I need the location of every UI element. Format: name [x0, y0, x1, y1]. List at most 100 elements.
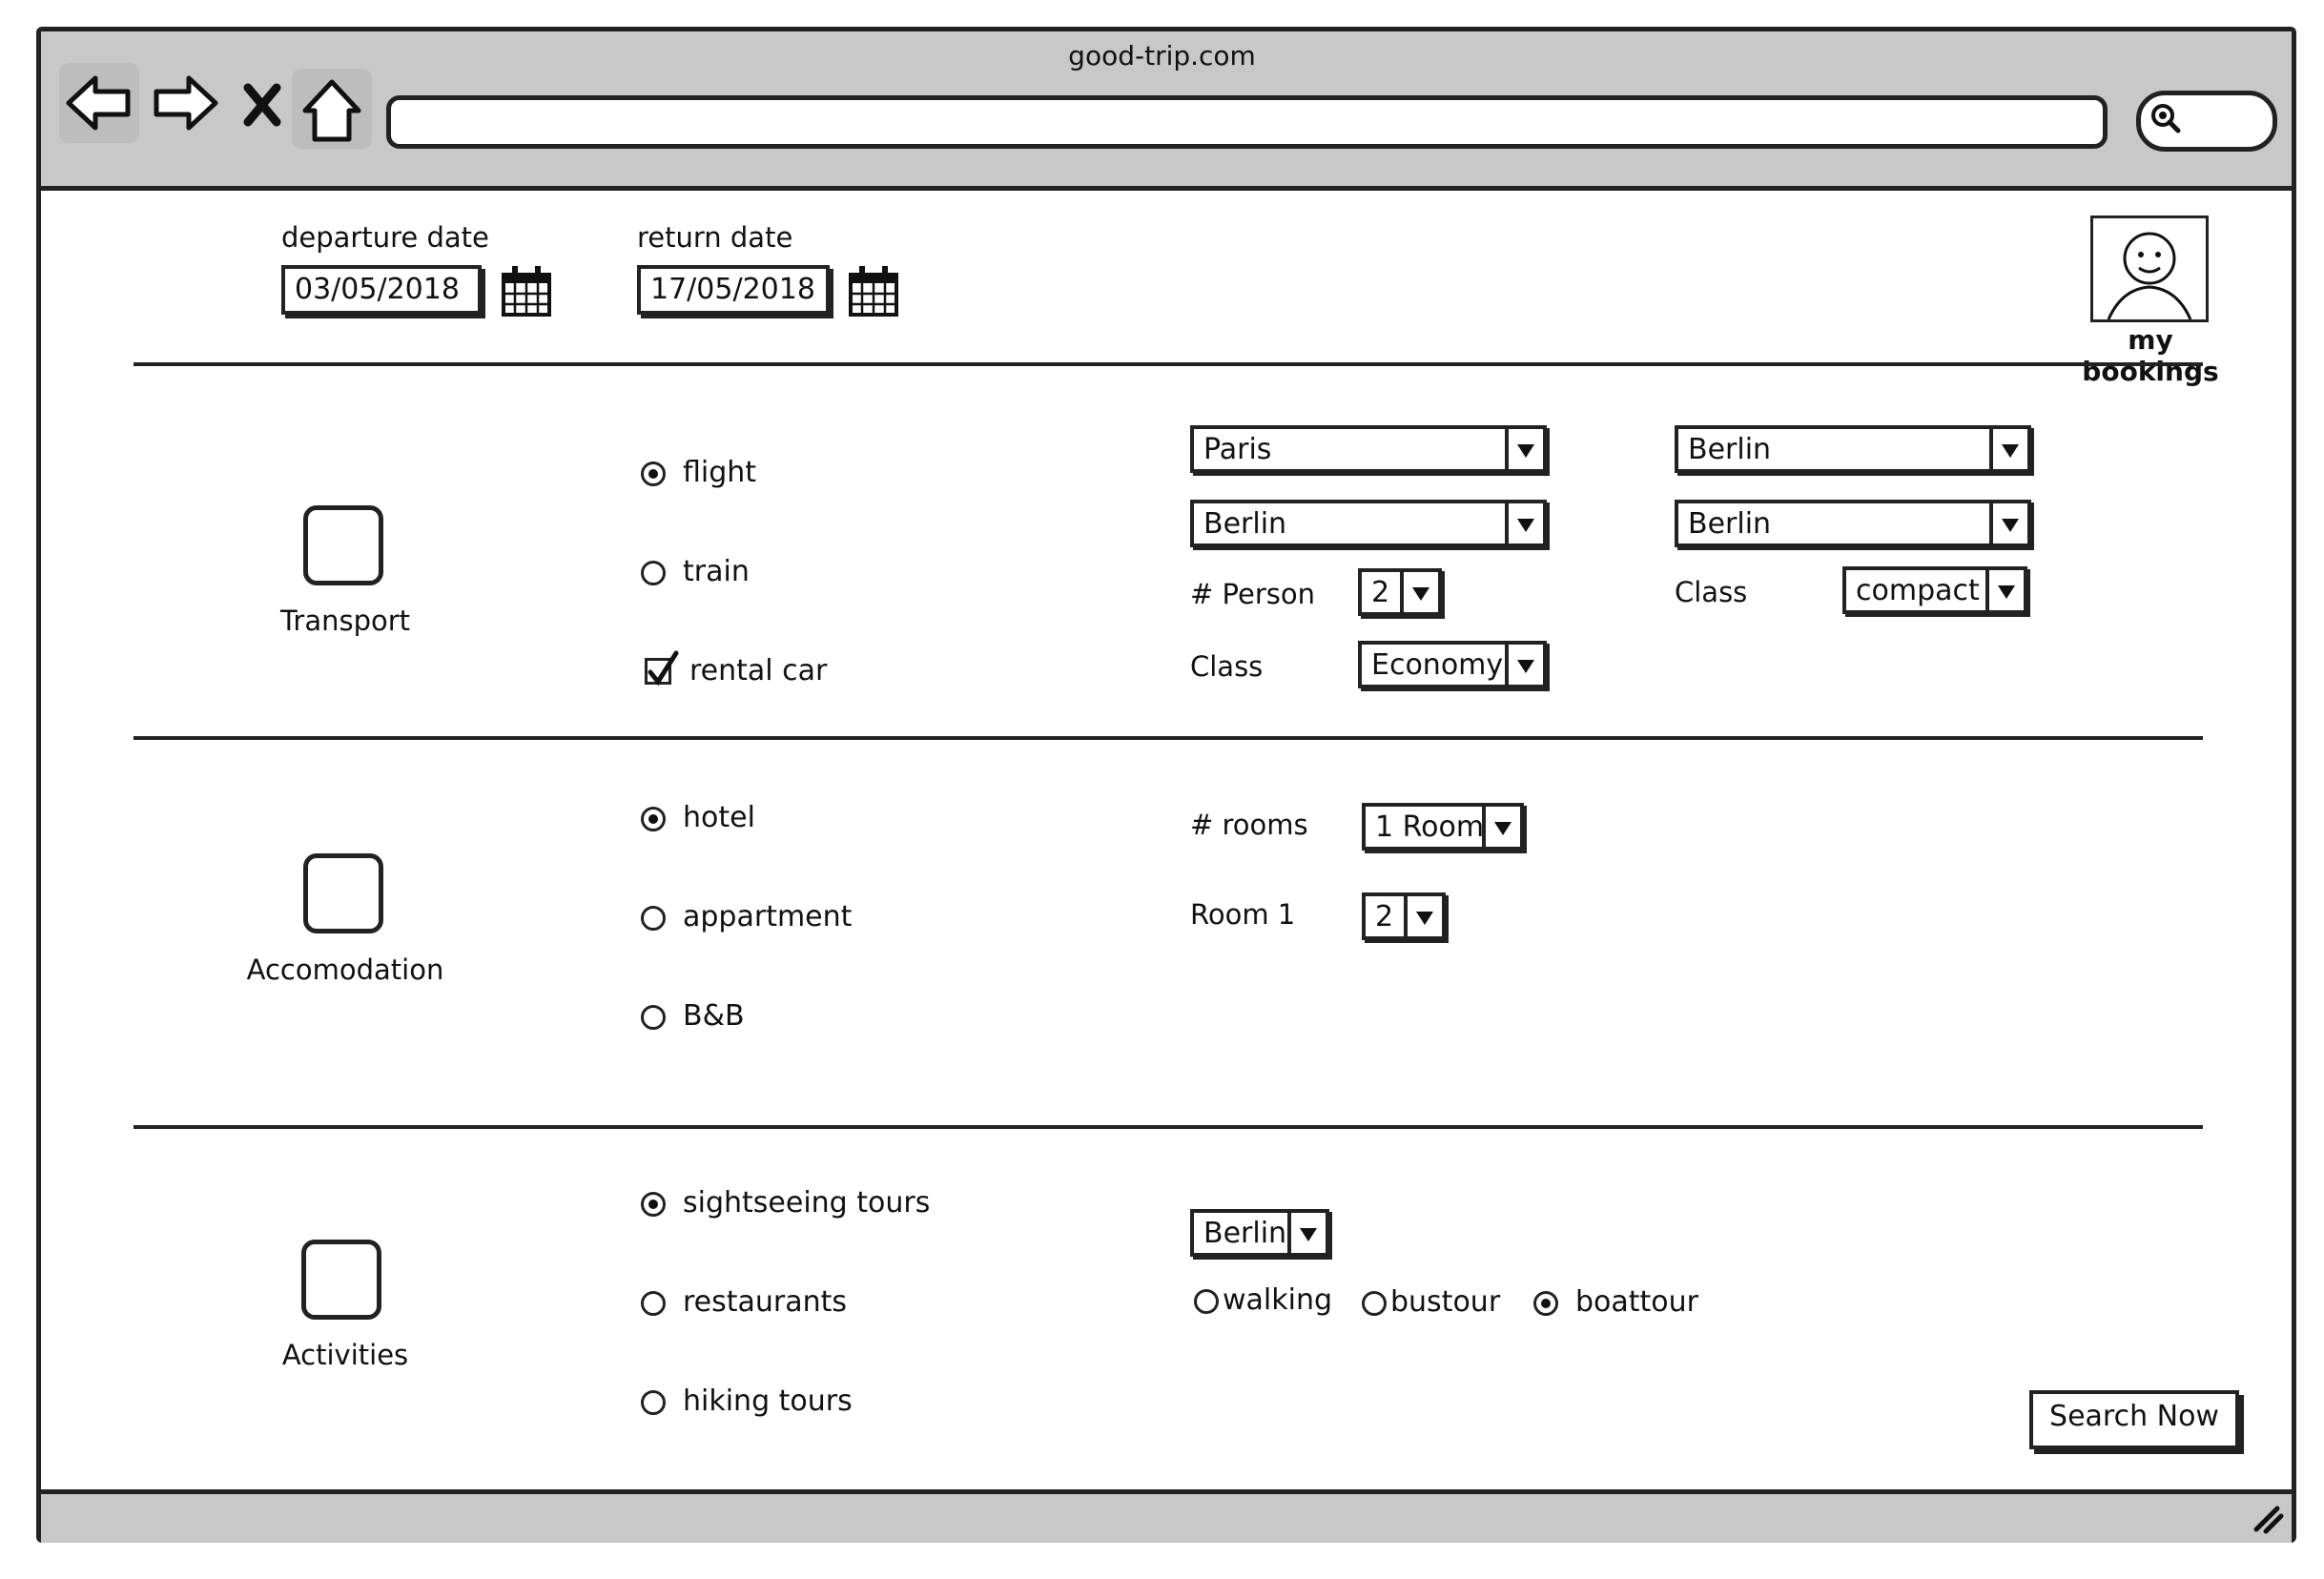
return-date-label: return date [637, 221, 793, 254]
activities-label: Activities [281, 1339, 409, 1371]
walking-radio[interactable] [1194, 1289, 1219, 1314]
hotel-radio[interactable] [641, 807, 666, 831]
flight-class-select[interactable]: Economy [1358, 641, 1547, 688]
train-label: train [683, 555, 750, 588]
rental-dropoff-value: Berlin [1688, 507, 1772, 541]
rental-class-value: compact [1856, 574, 1980, 607]
bnb-radio[interactable] [641, 1005, 666, 1030]
forward-button[interactable] [145, 63, 225, 143]
back-arrow-icon [66, 75, 131, 131]
calendar-icon [849, 266, 898, 317]
search-now-button[interactable]: Search Now [2029, 1390, 2239, 1449]
browser-search-field[interactable] [2136, 91, 2277, 152]
flight-to-value: Berlin [1203, 507, 1287, 541]
user-avatar-icon [2107, 232, 2192, 320]
search-icon [2151, 104, 2181, 133]
chevron-down-icon [1400, 572, 1438, 612]
room1-guests-select[interactable]: 2 [1362, 892, 1446, 940]
chevron-down-icon [1505, 645, 1543, 685]
accommodation-checkbox[interactable] [303, 853, 383, 933]
transport-label: Transport [279, 605, 411, 637]
chevron-down-icon [1505, 429, 1543, 469]
train-radio[interactable] [641, 561, 666, 585]
section-divider [134, 736, 2203, 740]
rooms-value: 1 Room [1375, 810, 1485, 844]
rental-car-checkbox-option[interactable]: rental car [645, 650, 931, 692]
room1-guests-value: 2 [1375, 900, 1394, 933]
transport-checkbox[interactable] [303, 505, 383, 585]
activity-city-select[interactable]: Berlin [1190, 1209, 1329, 1257]
activity-city-value: Berlin [1203, 1217, 1287, 1250]
restaurants-radio[interactable] [641, 1291, 666, 1316]
rental-car-label: rental car [689, 654, 828, 687]
hiking-radio[interactable] [641, 1390, 666, 1415]
rental-dropoff-select[interactable]: Berlin [1675, 500, 2031, 547]
chevron-down-icon [1989, 503, 2027, 543]
bustour-label: bustour [1390, 1285, 1501, 1319]
flight-from-select[interactable]: Paris [1190, 425, 1547, 473]
flight-to-select[interactable]: Berlin [1190, 500, 1547, 547]
home-icon [302, 79, 361, 142]
window-title: good-trip.com [1068, 40, 1256, 72]
rental-class-label: Class [1675, 576, 1748, 608]
flight-from-value: Paris [1203, 433, 1272, 466]
stop-button[interactable] [238, 76, 286, 133]
departure-calendar-button[interactable] [498, 263, 555, 320]
chevron-down-icon [1505, 503, 1543, 543]
my-bookings-avatar[interactable] [2090, 215, 2209, 322]
appartment-radio[interactable] [641, 906, 666, 931]
boattour-radio-option[interactable]: boattour [1533, 1285, 1705, 1323]
close-icon [243, 83, 281, 127]
rooms-select[interactable]: 1 Room [1362, 803, 1524, 851]
person-count-label: # Person [1190, 578, 1315, 610]
flight-radio-option[interactable]: flight [641, 456, 927, 494]
hiking-radio-option[interactable]: hiking tours [641, 1384, 927, 1423]
restaurants-radio-option[interactable]: restaurants [641, 1285, 927, 1323]
bnb-label: B&B [683, 999, 745, 1033]
flight-class-label: Class [1190, 650, 1264, 683]
walking-radio-option[interactable]: walking [1194, 1283, 1337, 1322]
room1-label: Room 1 [1190, 898, 1296, 931]
section-divider [134, 1125, 2203, 1129]
return-calendar-button[interactable] [845, 263, 902, 320]
activities-checkbox[interactable] [301, 1240, 381, 1320]
boattour-label: boattour [1575, 1285, 1699, 1319]
sightseeing-radio-option[interactable]: sightseeing tours [641, 1186, 965, 1224]
hiking-label: hiking tours [683, 1384, 853, 1418]
back-button[interactable] [59, 63, 139, 143]
departure-date-label: departure date [281, 221, 489, 254]
chevron-down-icon [1985, 570, 2024, 610]
hotel-label: hotel [683, 801, 755, 834]
resize-handle[interactable] [2251, 1501, 2285, 1535]
accommodation-label: Accomodation [246, 954, 444, 986]
boattour-radio[interactable] [1533, 1291, 1558, 1316]
rooms-label: # rooms [1190, 809, 1308, 841]
return-date-field[interactable]: 17/05/2018 [637, 265, 830, 315]
resize-grip-icon [2253, 1506, 2284, 1534]
chevron-down-icon [1287, 1213, 1326, 1253]
bustour-radio-option[interactable]: bustour [1362, 1285, 1514, 1323]
flight-label: flight [683, 456, 757, 489]
rental-class-select[interactable]: compact [1842, 566, 2027, 614]
departure-date-field[interactable]: 03/05/2018 [281, 265, 482, 315]
sightseeing-label: sightseeing tours [683, 1186, 931, 1220]
section-divider [134, 362, 2203, 366]
chevron-down-icon [1989, 429, 2027, 469]
browser-status-bar [41, 1489, 2292, 1543]
hotel-radio-option[interactable]: hotel [641, 801, 927, 839]
flight-class-value: Economy [1371, 648, 1504, 682]
home-button[interactable] [292, 69, 372, 149]
bustour-radio[interactable] [1362, 1291, 1387, 1316]
person-count-select[interactable]: 2 [1358, 568, 1442, 616]
sightseeing-radio[interactable] [641, 1192, 666, 1217]
rental-car-checkbox[interactable] [645, 650, 679, 687]
address-bar[interactable] [386, 95, 2108, 149]
appartment-radio-option[interactable]: appartment [641, 900, 927, 938]
rental-pickup-select[interactable]: Berlin [1675, 425, 2031, 473]
calendar-icon [502, 266, 551, 317]
bnb-radio-option[interactable]: B&B [641, 999, 927, 1037]
my-bookings-label[interactable]: my bookings [2082, 324, 2219, 387]
train-radio-option[interactable]: train [641, 555, 927, 593]
checkmark-icon [648, 650, 679, 687]
flight-radio[interactable] [641, 461, 666, 486]
